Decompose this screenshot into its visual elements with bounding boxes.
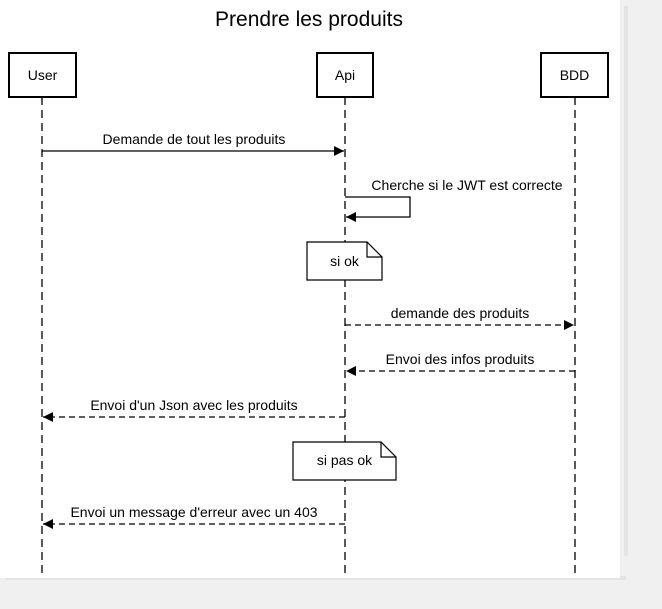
note-si-pas-ok-label: si pas ok <box>317 452 373 468</box>
note-si-ok[interactable]: si ok <box>306 241 383 281</box>
message-check-jwt[interactable]: Cherche si le JWT est correcte <box>345 177 563 222</box>
message-return-products[interactable]: Envoi des infos produits <box>346 351 575 376</box>
message-send-error[interactable]: Envoi un message d'erreur avec un 403 <box>43 504 345 529</box>
note-si-ok-label: si ok <box>330 253 360 269</box>
participant-bdd-box <box>540 52 609 98</box>
participant-user-box <box>8 52 77 98</box>
participant-bdd[interactable]: BDD <box>540 52 609 98</box>
page-shadow-right <box>624 6 628 556</box>
message-send-error-label: Envoi un message d'erreur avec un 403 <box>70 504 317 520</box>
note-si-pas-ok-box <box>292 441 397 481</box>
participant-user[interactable]: User <box>8 52 77 98</box>
message-return-products-label: Envoi des infos produits <box>386 351 535 367</box>
message-request-products[interactable]: Demande de tout les produits <box>42 131 344 156</box>
message-query-products-label: demande des produits <box>391 305 530 321</box>
participant-bdd-label: BDD <box>560 67 590 83</box>
message-request-products-label: Demande de tout les produits <box>103 131 286 147</box>
note-si-ok-box <box>306 241 383 281</box>
note-si-ok-fold <box>366 242 382 258</box>
message-check-jwt-label: Cherche si le JWT est correcte <box>371 177 562 193</box>
message-send-json-label: Envoi d'un Json avec les produits <box>90 397 297 413</box>
participant-api-label: Api <box>335 67 355 83</box>
diagram-title: Prendre les produits <box>215 8 403 31</box>
message-query-products[interactable]: demande des produits <box>345 305 574 330</box>
participant-api[interactable]: Api <box>316 52 374 98</box>
diagram-page <box>0 0 620 578</box>
message-send-json[interactable]: Envoi d'un Json avec les produits <box>43 397 345 422</box>
message-check-jwt-arrow <box>345 196 411 222</box>
note-si-pas-ok-fold <box>380 442 396 458</box>
note-si-pas-ok[interactable]: si pas ok <box>292 441 397 481</box>
participant-user-label: User <box>28 67 58 83</box>
participant-api-box <box>316 52 374 98</box>
